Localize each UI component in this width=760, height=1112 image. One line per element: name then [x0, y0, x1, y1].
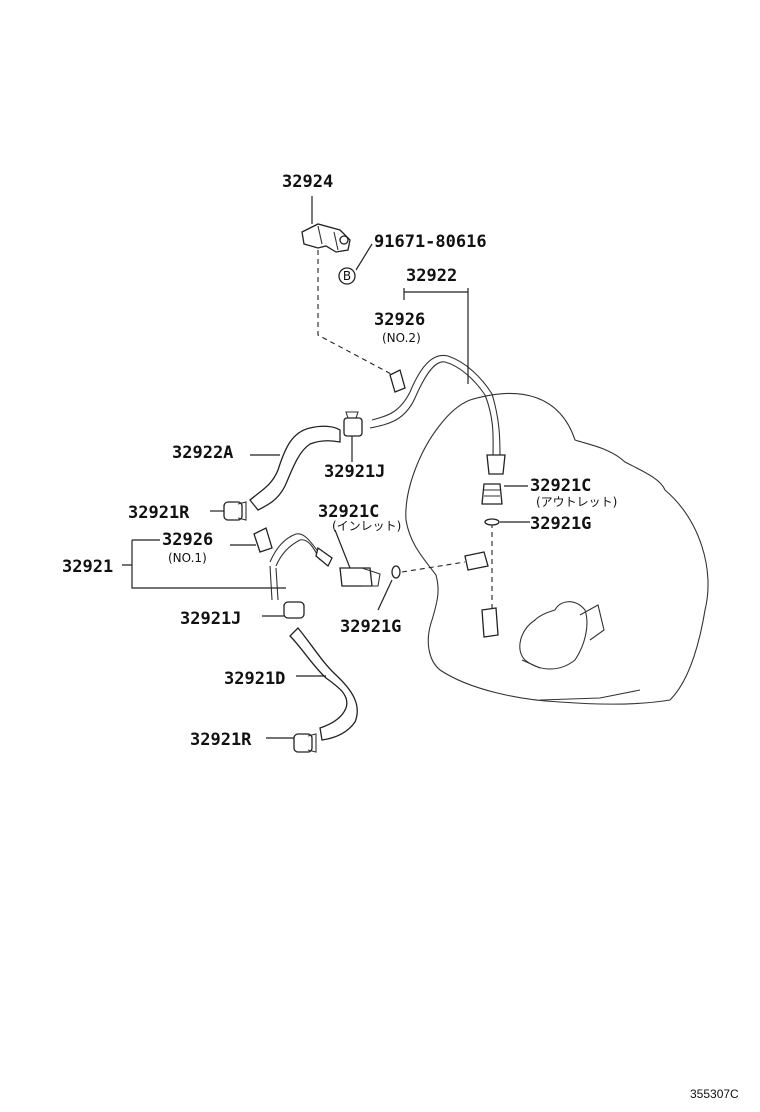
label-32921g-left: 32921G — [340, 617, 401, 637]
transmission-housing — [405, 393, 709, 705]
label-32921d: 32921D — [224, 669, 285, 689]
label-32921j-top: 32921J — [324, 462, 385, 482]
label-32921r-bottom: 32921R — [190, 730, 252, 750]
reference-code: 355307C — [690, 1087, 739, 1101]
dashed-line-inlet — [401, 561, 466, 573]
port-inlet-housing — [464, 551, 489, 571]
bracket-32921-line — [122, 539, 286, 589]
label-no2: (NO.2) — [382, 331, 421, 345]
bolt-b-label: B — [343, 269, 351, 283]
lower-pipe-32926 — [230, 527, 273, 553]
label-inlet: (インレット) — [332, 519, 401, 533]
label-32921g-right: 32921G — [530, 514, 591, 534]
clamp-32921j-top — [343, 411, 363, 462]
gasket-32921g-right — [484, 518, 530, 526]
label-32921c-left: 32921C — [318, 502, 379, 522]
label-32926-bottom: 32926 — [162, 530, 213, 550]
clamp-32921r-top — [210, 501, 247, 521]
hose-32921d — [289, 627, 358, 741]
label-32921r-top: 32921R — [128, 503, 190, 523]
label-32924: 32924 — [282, 172, 333, 192]
label-32921: 32921 — [62, 557, 113, 577]
label-32921j-bottom: 32921J — [180, 609, 241, 629]
label-91671-80616: 91671-80616 — [374, 232, 487, 252]
bolt-b-marker: B — [338, 243, 373, 285]
clamp-32921j-bottom — [262, 601, 305, 619]
leader-32921g-left — [377, 579, 393, 611]
hose-32922a — [249, 425, 341, 511]
label-32921c-right: 32921C — [530, 476, 591, 496]
label-32922: 32922 — [406, 266, 457, 286]
label-32926-top: 32926 — [374, 310, 425, 330]
upper-pipe-32922 — [369, 288, 506, 475]
bracket-32924 — [301, 196, 351, 253]
label-outlet: (アウトレット) — [536, 495, 617, 509]
lower-pipe-32921 — [269, 529, 401, 601]
label-32922a: 32922A — [172, 443, 233, 463]
dashed-line-bracket — [317, 250, 394, 376]
clamp-32921r-bottom — [266, 733, 317, 753]
union-32921c-outlet — [481, 483, 528, 505]
label-no1: (NO.1) — [168, 551, 207, 565]
port-outlet-housing — [481, 607, 499, 638]
